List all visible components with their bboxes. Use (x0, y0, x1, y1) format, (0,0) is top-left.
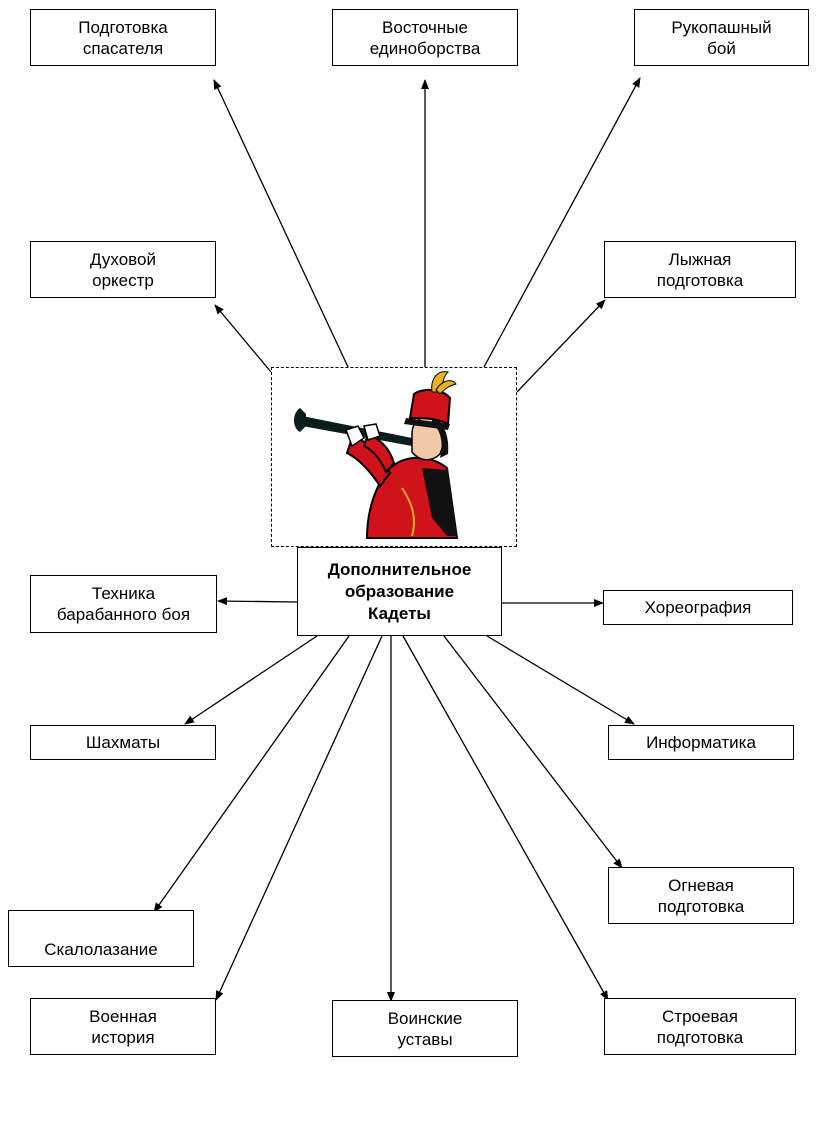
node-climbing: Скалолазание (8, 910, 194, 967)
arrow-to-handfight (483, 77, 641, 368)
node-drill-training: Строевая подготовка (604, 998, 796, 1055)
bugler-cadet-icon (294, 371, 459, 539)
arrow-to-history (215, 635, 383, 1001)
arrow-to-drill (402, 635, 609, 1001)
arrow-to-ski (516, 299, 606, 393)
node-martial-arts: Восточные единоборства (332, 9, 518, 66)
arrow-to-drum (217, 597, 298, 606)
arrow-to-informatics (486, 635, 635, 725)
node-chess: Шахматы (30, 725, 216, 760)
node-hand-to-hand: Рукопашный бой (634, 9, 809, 66)
node-fire-training: Огневая подготовка (608, 867, 794, 924)
node-choreography: Хореография (603, 590, 793, 625)
arrow-to-fire (443, 635, 623, 869)
node-ski-training: Лыжная подготовка (604, 241, 796, 298)
node-informatics: Информатика (608, 725, 794, 760)
arrow-to-climbing (153, 635, 350, 913)
node-brass-band: Духовой оркестр (30, 241, 216, 298)
node-military-history: Военная история (30, 998, 216, 1055)
arrow-to-orchestra (214, 304, 272, 373)
node-rescuer-training: Подготовка спасателя (30, 9, 216, 66)
center-box: Дополнительное образование Кадеты (297, 547, 502, 636)
center-picture-frame (271, 367, 517, 547)
node-military-regulations: Воинские уставы (332, 1000, 518, 1057)
arrow-to-chess (184, 635, 318, 725)
arrow-to-rescuer (213, 79, 349, 368)
node-drumming: Техника барабанного боя (30, 575, 217, 633)
